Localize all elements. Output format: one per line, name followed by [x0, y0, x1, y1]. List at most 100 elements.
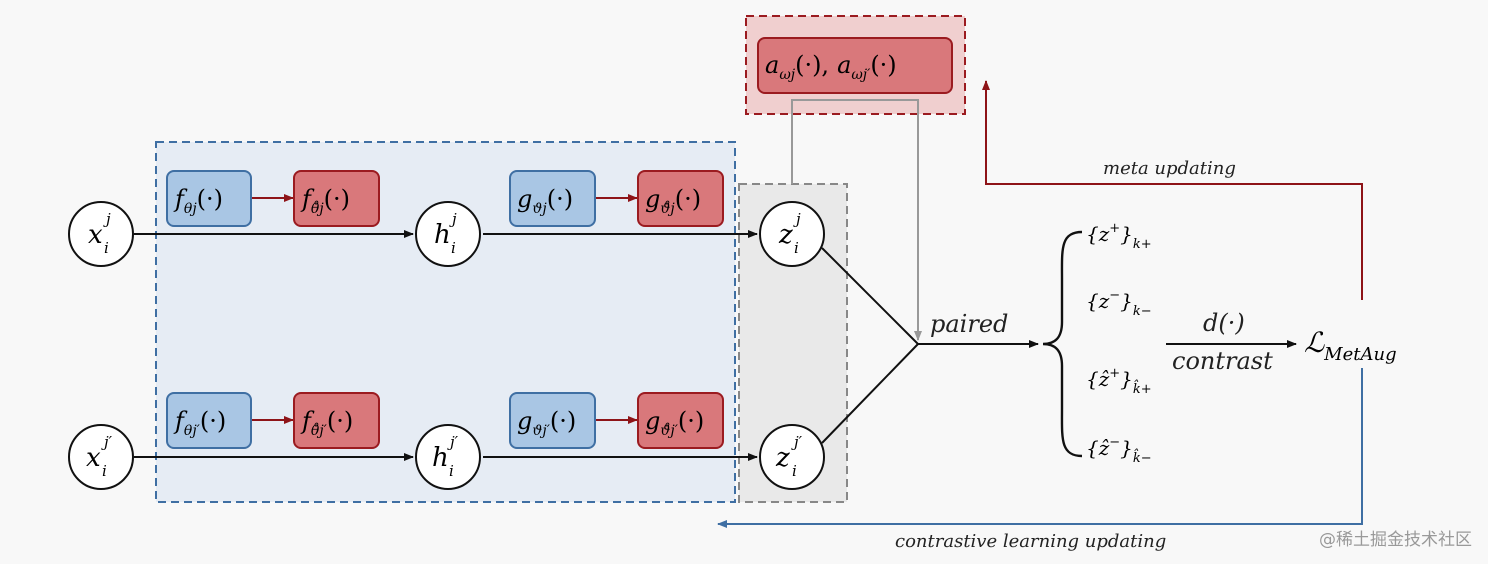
svg-text:{z+}k+: {z+}k+ [1086, 221, 1152, 252]
svg-text:gϑj′(·): gϑj′(·) [517, 407, 576, 439]
node-base: h [432, 443, 449, 473]
node-sup: j [103, 210, 111, 228]
box-base: g [645, 407, 660, 435]
projector-g-theta-jp: gϑj′(·) [509, 392, 596, 449]
set-sub: k̂− [1133, 448, 1152, 466]
contrastive-updating-arrow [717, 368, 1363, 528]
box-arg: (·) [324, 185, 350, 213]
svg-text:z: z [778, 220, 793, 250]
svg-text:fθ̊j′(·): fθ̊j′(·) [300, 407, 353, 439]
box-sub: ϑ̊j [660, 200, 675, 217]
set-zhat-plus: {ẑ+}k̂+ [1086, 366, 1152, 397]
node-base: z [775, 443, 790, 473]
set-base: {z [1086, 222, 1110, 246]
meta-updating-arrow [982, 80, 1363, 300]
paired-label: paired [930, 310, 1008, 338]
aug-sub2: ωj′ [851, 67, 871, 83]
node-base: x [88, 220, 103, 250]
svg-text:aωj(·),aωj′(·): aωj(·),aωj′(·) [765, 51, 897, 83]
set-sub: k̂+ [1133, 379, 1152, 397]
set-sub: k− [1133, 304, 1152, 319]
svg-text:gϑ̊j′(·): gϑ̊j′(·) [645, 407, 704, 439]
svg-text:h: h [432, 443, 449, 473]
svg-text:{ẑ−}k̂−: {ẑ−}k̂− [1086, 435, 1152, 466]
loss-base: ℒ [1304, 326, 1325, 359]
svg-text:{ẑ+}k̂+: {ẑ+}k̂+ [1086, 366, 1152, 397]
set-close: } [1120, 289, 1133, 313]
box-sub: θj′ [184, 423, 201, 439]
encoder-f-theta-hat-j: fθ̊j(·) [293, 170, 380, 227]
loss-sub: MetAug [1323, 344, 1396, 365]
aug-a2: a [837, 51, 851, 79]
svg-text:z: z [775, 443, 790, 473]
loss-label: ℒMetAug [1304, 326, 1397, 365]
node-base: x [86, 443, 101, 473]
box-arg: (·) [200, 407, 226, 435]
aug-sub1: ωj [779, 67, 795, 83]
svg-text:h: h [434, 220, 451, 250]
svg-text:{z−}k−: {z−}k− [1086, 288, 1152, 319]
box-base: g [645, 185, 660, 213]
node-base: z [778, 220, 793, 250]
projector-g-theta-hat-j: gϑ̊j(·) [637, 170, 724, 227]
set-sup: + [1109, 366, 1120, 381]
node-x-i-jp: x j′ i [68, 424, 134, 490]
node-sup: j [793, 210, 801, 228]
svg-text:gϑj(·): gϑj(·) [517, 185, 573, 217]
node-sup: j [449, 210, 457, 228]
node-sub: i [449, 462, 454, 480]
node-z-i-j: z j i [759, 201, 825, 267]
box-sub: θ̊j [311, 200, 324, 217]
set-sup: − [1109, 288, 1120, 303]
set-sub: k+ [1133, 237, 1152, 252]
node-sub: i [451, 239, 456, 257]
node-base: h [434, 220, 451, 250]
box-sub: θj [184, 201, 197, 217]
node-z-i-jp: z j′ i [759, 424, 825, 490]
box-sub: θ̊j′ [311, 422, 328, 439]
set-close: } [1120, 367, 1133, 391]
projector-g-theta-hat-jp: gϑ̊j′(·) [637, 392, 724, 449]
svg-text:fθ̊j(·): fθ̊j(·) [300, 185, 350, 217]
node-h-i-j: h j i [415, 201, 481, 267]
box-sub: ϑj′ [532, 423, 550, 439]
aug-a1: a [765, 51, 779, 79]
node-sub: i [104, 239, 109, 257]
svg-text:x: x [86, 443, 101, 473]
z-j-merge-line [821, 247, 919, 345]
set-base: {ẑ [1086, 367, 1110, 391]
node-h-i-jp: h j′ i [415, 424, 481, 490]
box-base: g [517, 407, 532, 435]
node-sup: j′ [101, 433, 113, 451]
aug-arg1: (·), [795, 51, 829, 79]
svg-text:fθj′(·): fθj′(·) [173, 407, 226, 439]
box-arg: (·) [547, 185, 573, 213]
contrast-label: contrast [1172, 347, 1273, 375]
set-base: {z [1086, 289, 1110, 313]
box-arg: (·) [678, 407, 704, 435]
set-z-plus: {z+}k+ [1086, 221, 1152, 252]
svg-text:fθj(·): fθj(·) [173, 185, 223, 217]
box-sub: ϑj [532, 201, 547, 217]
box-arg: (·) [197, 185, 223, 213]
set-close: } [1120, 436, 1133, 460]
set-zhat-minus: {ẑ−}k̂− [1086, 435, 1152, 466]
node-sub: i [102, 462, 107, 480]
set-sup: − [1109, 435, 1120, 450]
augmenter-box: aωj(·),aωj′(·) [757, 37, 953, 94]
set-base: {ẑ [1086, 436, 1110, 460]
box-arg: (·) [327, 407, 353, 435]
augmenter-to-paired-connector [800, 99, 922, 341]
set-z-minus: {z−}k− [1086, 288, 1152, 319]
box-arg: (·) [550, 407, 576, 435]
set-sup: + [1109, 221, 1120, 236]
node-sup: j′ [791, 433, 803, 451]
set-brace [1042, 230, 1083, 458]
box-base: g [517, 185, 532, 213]
box-arg: (·) [675, 185, 701, 213]
node-sub: i [794, 239, 799, 257]
meta-updating-label: meta updating [1103, 158, 1236, 179]
svg-text:x: x [88, 220, 103, 250]
encoder-f-theta-hat-jp: fθ̊j′(·) [293, 392, 380, 449]
